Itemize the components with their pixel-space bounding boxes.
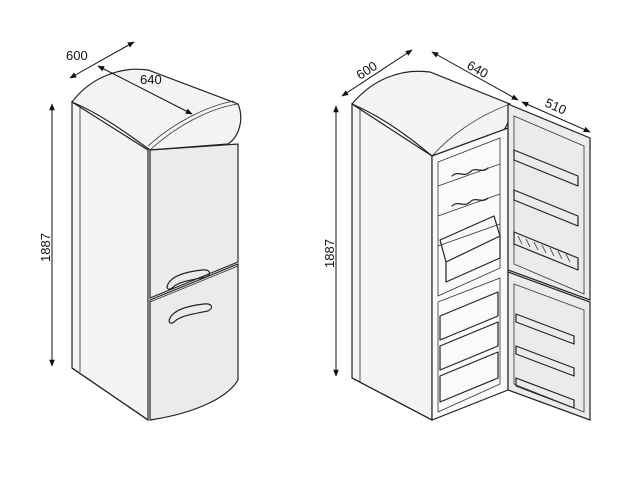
door-bins-upper xyxy=(513,149,579,271)
lower-door-handle xyxy=(168,303,213,324)
closed-fridge-view xyxy=(71,68,242,422)
door-bins-lower xyxy=(515,313,575,409)
open-fridge-view xyxy=(351,70,591,421)
left-depth-dimension: 640 xyxy=(97,65,193,115)
freezer-drawers xyxy=(439,291,499,403)
left-depth-label: 640 xyxy=(140,72,162,87)
left-width-dimension: 600 xyxy=(66,41,135,79)
interior-glass-shelves xyxy=(437,163,501,283)
left-height-dimension: 1887 xyxy=(38,103,55,367)
upper-door-handle xyxy=(166,269,211,290)
left-width-label: 600 xyxy=(66,48,88,63)
right-height-dimension: 1887 xyxy=(322,105,339,377)
open-fridge-side-panel xyxy=(351,102,433,421)
fridge-door-lower xyxy=(149,263,239,421)
right-height-label: 1887 xyxy=(322,239,337,268)
right-door-label: 510 xyxy=(543,95,569,118)
left-height-label: 1887 xyxy=(38,233,53,262)
fridge-side-panel xyxy=(71,100,149,422)
right-width-label: 600 xyxy=(353,58,379,82)
right-depth-label: 640 xyxy=(465,58,491,82)
